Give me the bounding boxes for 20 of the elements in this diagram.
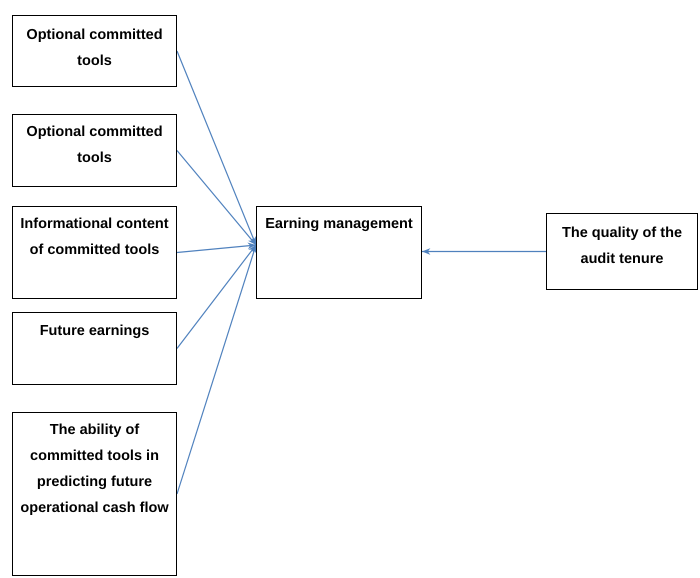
arrow <box>176 50 257 246</box>
box-label: The ability of committed tools in predicting future operational cash flow <box>19 421 170 518</box>
arrow <box>176 244 256 349</box>
process-box <box>546 213 698 290</box>
arrow <box>176 242 256 254</box>
box-label: Informational content of committed tools <box>19 215 170 260</box>
box-label: Future earnings <box>40 322 150 341</box>
process-box <box>256 206 422 299</box>
process-box <box>12 312 177 385</box>
arrow <box>176 244 257 494</box>
process-box <box>12 15 177 87</box>
process-box <box>12 206 177 299</box>
process-box <box>12 114 177 187</box>
arrow <box>176 150 256 246</box>
box-label: Optional committed tools <box>25 26 164 71</box>
box-label: The quality of the audit tenure <box>560 224 684 269</box>
process-box <box>12 412 177 576</box>
arrow <box>422 248 546 255</box>
box-label: Earning management <box>265 215 413 234</box>
box-label: Optional committed tools <box>25 123 164 168</box>
